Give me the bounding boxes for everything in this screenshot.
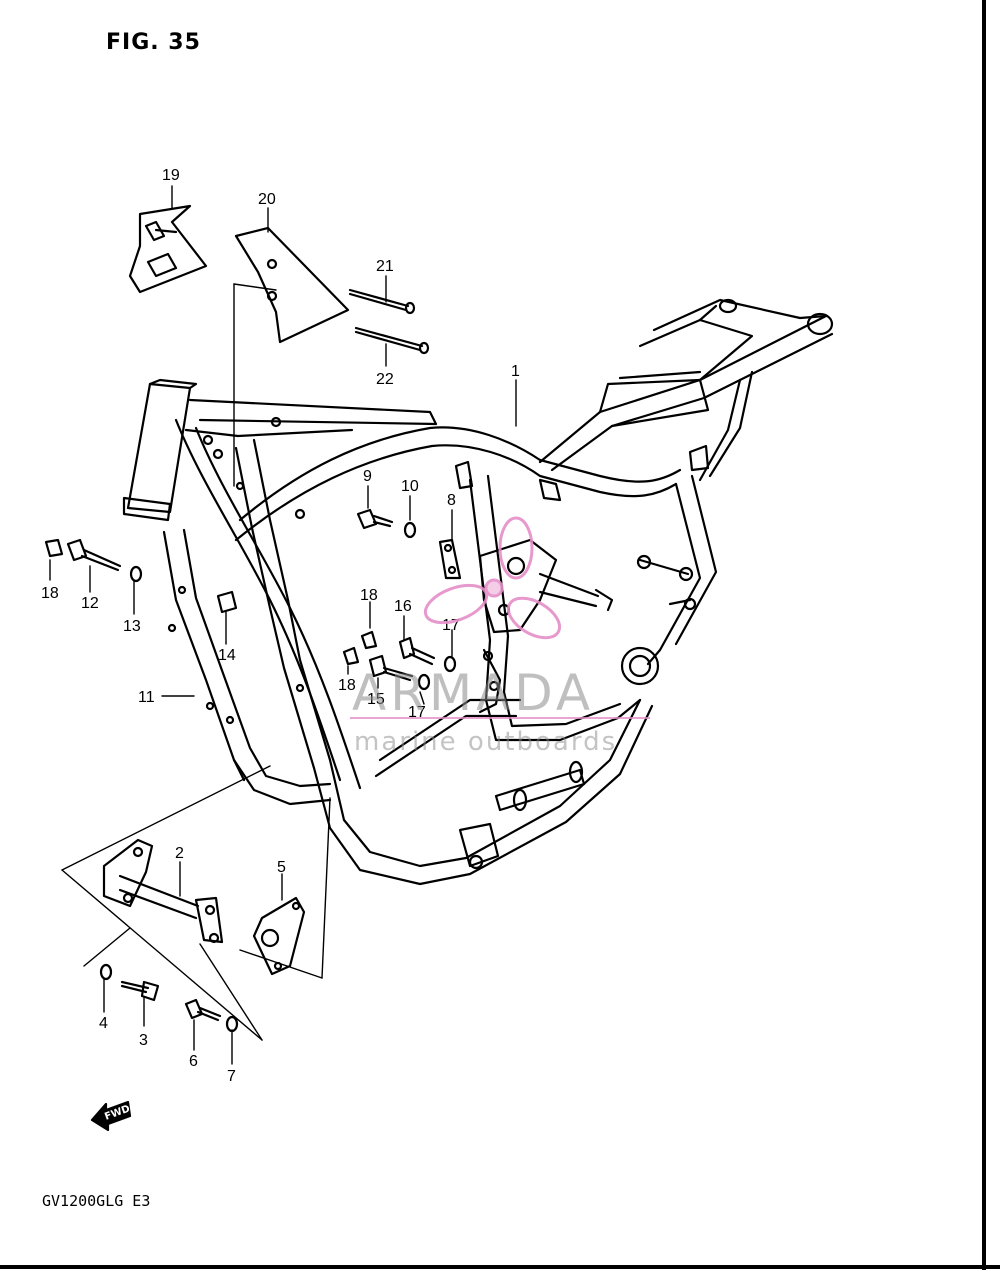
callout-18-left: 18 (41, 585, 59, 602)
watermark: ARMADA marine outboards (350, 516, 650, 757)
bolt-part-3 (120, 980, 160, 1002)
page-edge-right (982, 0, 986, 1270)
callout-5: 5 (277, 859, 286, 876)
callout-22: 22 (376, 371, 394, 388)
callout-19: 19 (162, 167, 180, 184)
bolt-part-21 (348, 288, 416, 315)
main-frame-part (122, 298, 834, 886)
callout-7: 7 (227, 1068, 236, 1085)
washer-part-4 (99, 963, 113, 981)
washer-part-17 (417, 655, 457, 691)
plate-part-20 (234, 226, 350, 344)
callout-9: 9 (363, 468, 372, 485)
leader-lines (49, 185, 517, 1065)
callout-21: 21 (376, 258, 394, 275)
callout-17-lower: 17 (408, 704, 426, 721)
bolt-part-6 (184, 998, 222, 1022)
figure-title: FIG. 35 (106, 30, 201, 55)
stand-pivot-part-2 (102, 838, 224, 944)
model-code: GV1200GLG E3 (42, 1192, 151, 1210)
washer-part-10 (403, 521, 417, 539)
watermark-logo-icon (423, 516, 562, 640)
callout-16: 16 (394, 598, 412, 615)
bracket-part-19 (128, 204, 208, 294)
callout-15: 15 (367, 691, 385, 708)
callout-12: 12 (81, 595, 99, 612)
callout-20: 20 (258, 191, 276, 208)
callout-10: 10 (401, 478, 419, 495)
callout-1: 1 (511, 363, 520, 380)
bolt-part-22 (354, 326, 430, 355)
callout-18-lower: 18 (338, 677, 356, 694)
bolt-part-16 (398, 636, 436, 666)
callout-18-upper: 18 (360, 587, 378, 604)
cap-part-18 (44, 538, 378, 666)
watermark-brand: ARMADA (352, 664, 594, 722)
bolt-part-15 (368, 654, 414, 682)
forward-arrow-icon (90, 1100, 132, 1132)
callout-4: 4 (99, 1015, 108, 1032)
nut-part-14 (216, 590, 238, 614)
washer-part-7 (225, 1015, 239, 1033)
callout-11: 11 (138, 689, 155, 706)
callout-8: 8 (447, 492, 456, 509)
bolt-part-9 (356, 508, 394, 530)
washer-part-13 (129, 565, 143, 583)
bolt-part-12 (66, 538, 122, 572)
callout-2: 2 (175, 845, 184, 862)
callout-6: 6 (189, 1053, 198, 1070)
page-edge-bottom (0, 1265, 1000, 1269)
clip-part-8 (438, 538, 462, 580)
watermark-tagline: marine outboards (354, 727, 617, 757)
callout-13: 13 (123, 618, 141, 635)
callout-3: 3 (139, 1032, 148, 1049)
callout-14: 14 (218, 647, 236, 664)
